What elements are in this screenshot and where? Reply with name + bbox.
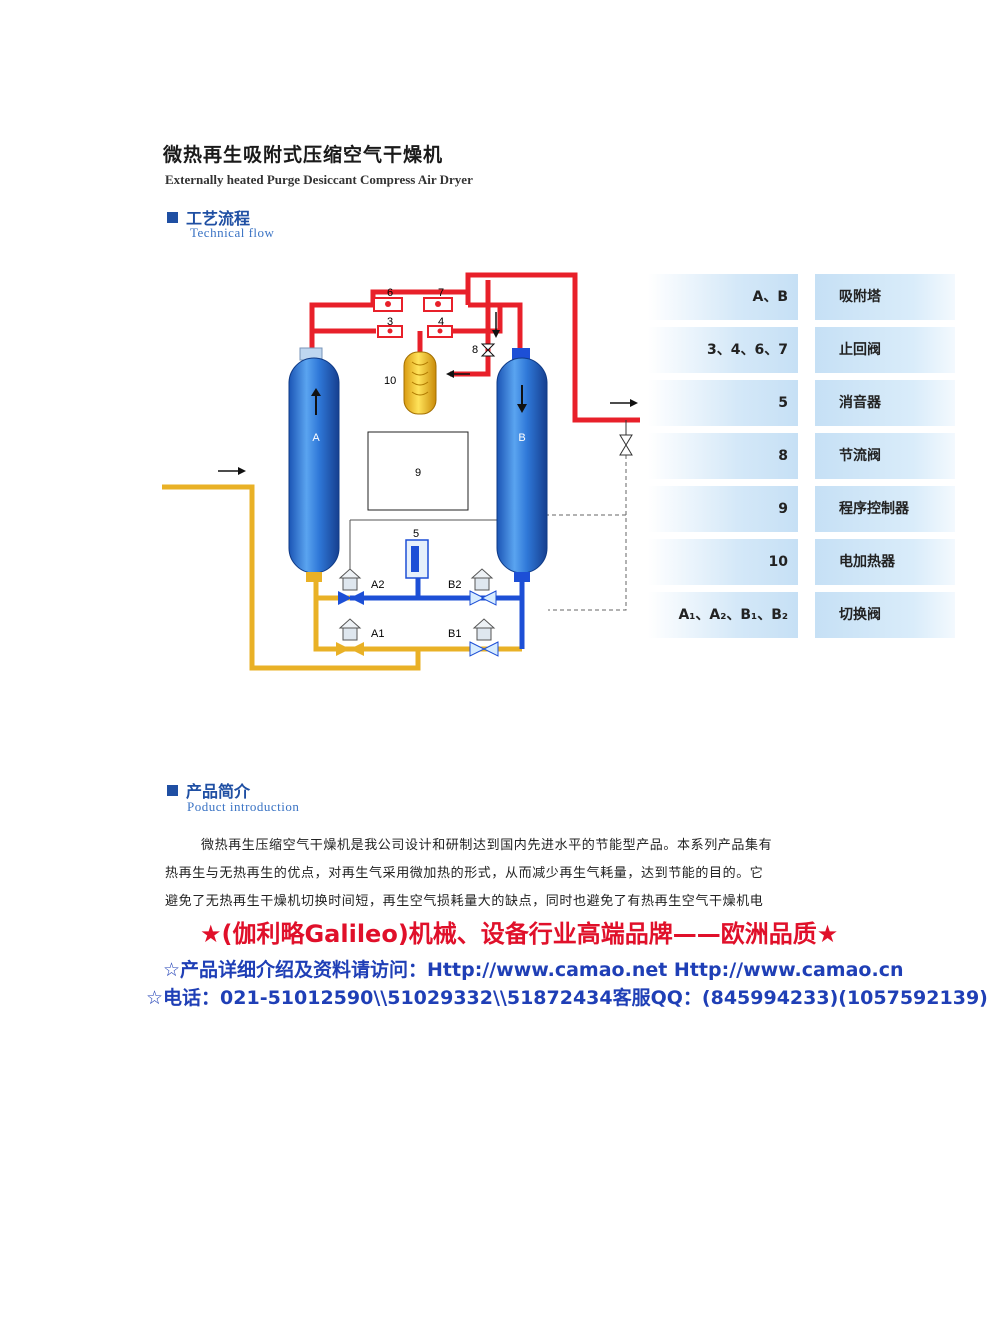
- tower-a-label: A: [312, 432, 320, 444]
- check-valve-7: [423, 297, 453, 312]
- label-10: 10: [384, 375, 396, 387]
- section-intro-heading: 产品简介: [167, 778, 250, 802]
- process-flow-diagram: A B 9 10 6 7 3 4 8 5: [162, 272, 640, 671]
- valve-b1-label: B1: [448, 628, 461, 640]
- legend-row: 8 节流阀: [648, 433, 955, 479]
- switching-valve-b1: [469, 618, 499, 657]
- outlet-valve: [619, 434, 633, 456]
- tower-b: [496, 348, 548, 582]
- valve-b2-label: B2: [448, 579, 461, 591]
- valve-a2-label: A2: [371, 579, 384, 591]
- label-6: 6: [387, 287, 393, 299]
- intro-paragraph: 微热再生压缩空气干燥机是我公司设计和研制达到国内先进水平的节能型产品。本系列产品…: [165, 832, 925, 916]
- tower-b-label: B: [518, 432, 525, 444]
- intro-line: 微热再生压缩空气干燥机是我公司设计和研制达到国内先进水平的节能型产品。本系列产品…: [201, 838, 773, 853]
- legend-row: A、B 吸附塔: [648, 274, 955, 320]
- contact-line: ☆电话：021-51012590\\51029332\\51872434客服QQ…: [146, 987, 988, 1009]
- legend-row: A₁、A₂、B₁、B₂ 切换阀: [648, 592, 955, 638]
- square-bullet-icon: [167, 785, 178, 796]
- legend-key: 9: [648, 486, 798, 532]
- legend-key: 10: [648, 539, 798, 585]
- switching-valve-b2: [469, 568, 497, 606]
- control-lines: [545, 455, 627, 611]
- legend-key: A、B: [648, 274, 798, 320]
- tower-a: [288, 347, 340, 582]
- label-7: 7: [438, 287, 444, 299]
- throttle-valve-8: [480, 343, 496, 357]
- check-valve-4: [427, 325, 453, 338]
- section-flow-title: 工艺流程: [186, 209, 251, 228]
- legend-value: 止回阀: [815, 327, 955, 373]
- section-flow-subtitle: Technical flow: [190, 225, 275, 240]
- legend-row: 3、4、6、7 止回阀: [648, 327, 955, 373]
- legend-key: 8: [648, 433, 798, 479]
- legend-value: 程序控制器: [815, 486, 955, 532]
- electric-heater: [403, 351, 437, 415]
- website-line[interactable]: ☆产品详细介绍及资料请访问：Http://www.camao.net Http:…: [163, 959, 904, 981]
- brand-banner: ★(伽利略Galileo)机械、设备行业高端品牌——欧洲品质★: [200, 920, 839, 948]
- legend-value: 节流阀: [815, 433, 955, 479]
- legend-row: 5 消音器: [648, 380, 955, 426]
- legend-value: 切换阀: [815, 592, 955, 638]
- legend-row: 9 程序控制器: [648, 486, 955, 532]
- label-4: 4: [438, 316, 444, 328]
- legend-value: 吸附塔: [815, 274, 955, 320]
- section-intro-title: 产品简介: [186, 782, 251, 801]
- legend-key: 5: [648, 380, 798, 426]
- legend-key: 3、4、6、7: [648, 327, 798, 373]
- page-title: 微热再生吸附式压缩空气干燥机: [163, 144, 444, 166]
- legend-row: 10 电加热器: [648, 539, 955, 585]
- label-3: 3: [387, 316, 393, 328]
- legend-key: A₁、A₂、B₁、B₂: [648, 592, 798, 638]
- square-bullet-icon: [167, 212, 178, 223]
- program-controller: [367, 431, 469, 511]
- legend-value: 电加热器: [815, 539, 955, 585]
- check-valve-6: [373, 297, 403, 312]
- label-8: 8: [472, 344, 478, 356]
- valve-a1-label: A1: [371, 628, 384, 640]
- switching-valve-a2: [338, 568, 364, 605]
- regen-piping: [350, 578, 525, 649]
- section-intro-subtitle: Poduct introduction: [187, 799, 300, 814]
- check-valve-3: [377, 325, 403, 338]
- legend-value: 消音器: [815, 380, 955, 426]
- section-flow-heading: 工艺流程: [167, 205, 250, 229]
- switching-valve-a1: [336, 618, 364, 656]
- label-5: 5: [413, 528, 419, 540]
- page-subtitle: Externally heated Purge Desiccant Compre…: [165, 172, 473, 187]
- intro-line: 热再生与无热再生的优点，对再生气采用微加热的形式，从而减少再生气耗量，达到节能的…: [165, 866, 764, 881]
- label-9: 9: [415, 467, 421, 479]
- intro-line: 避免了无热再生干燥机切换时间短，再生空气损耗量大的缺点，同时也避免了有热再生空气…: [165, 894, 764, 909]
